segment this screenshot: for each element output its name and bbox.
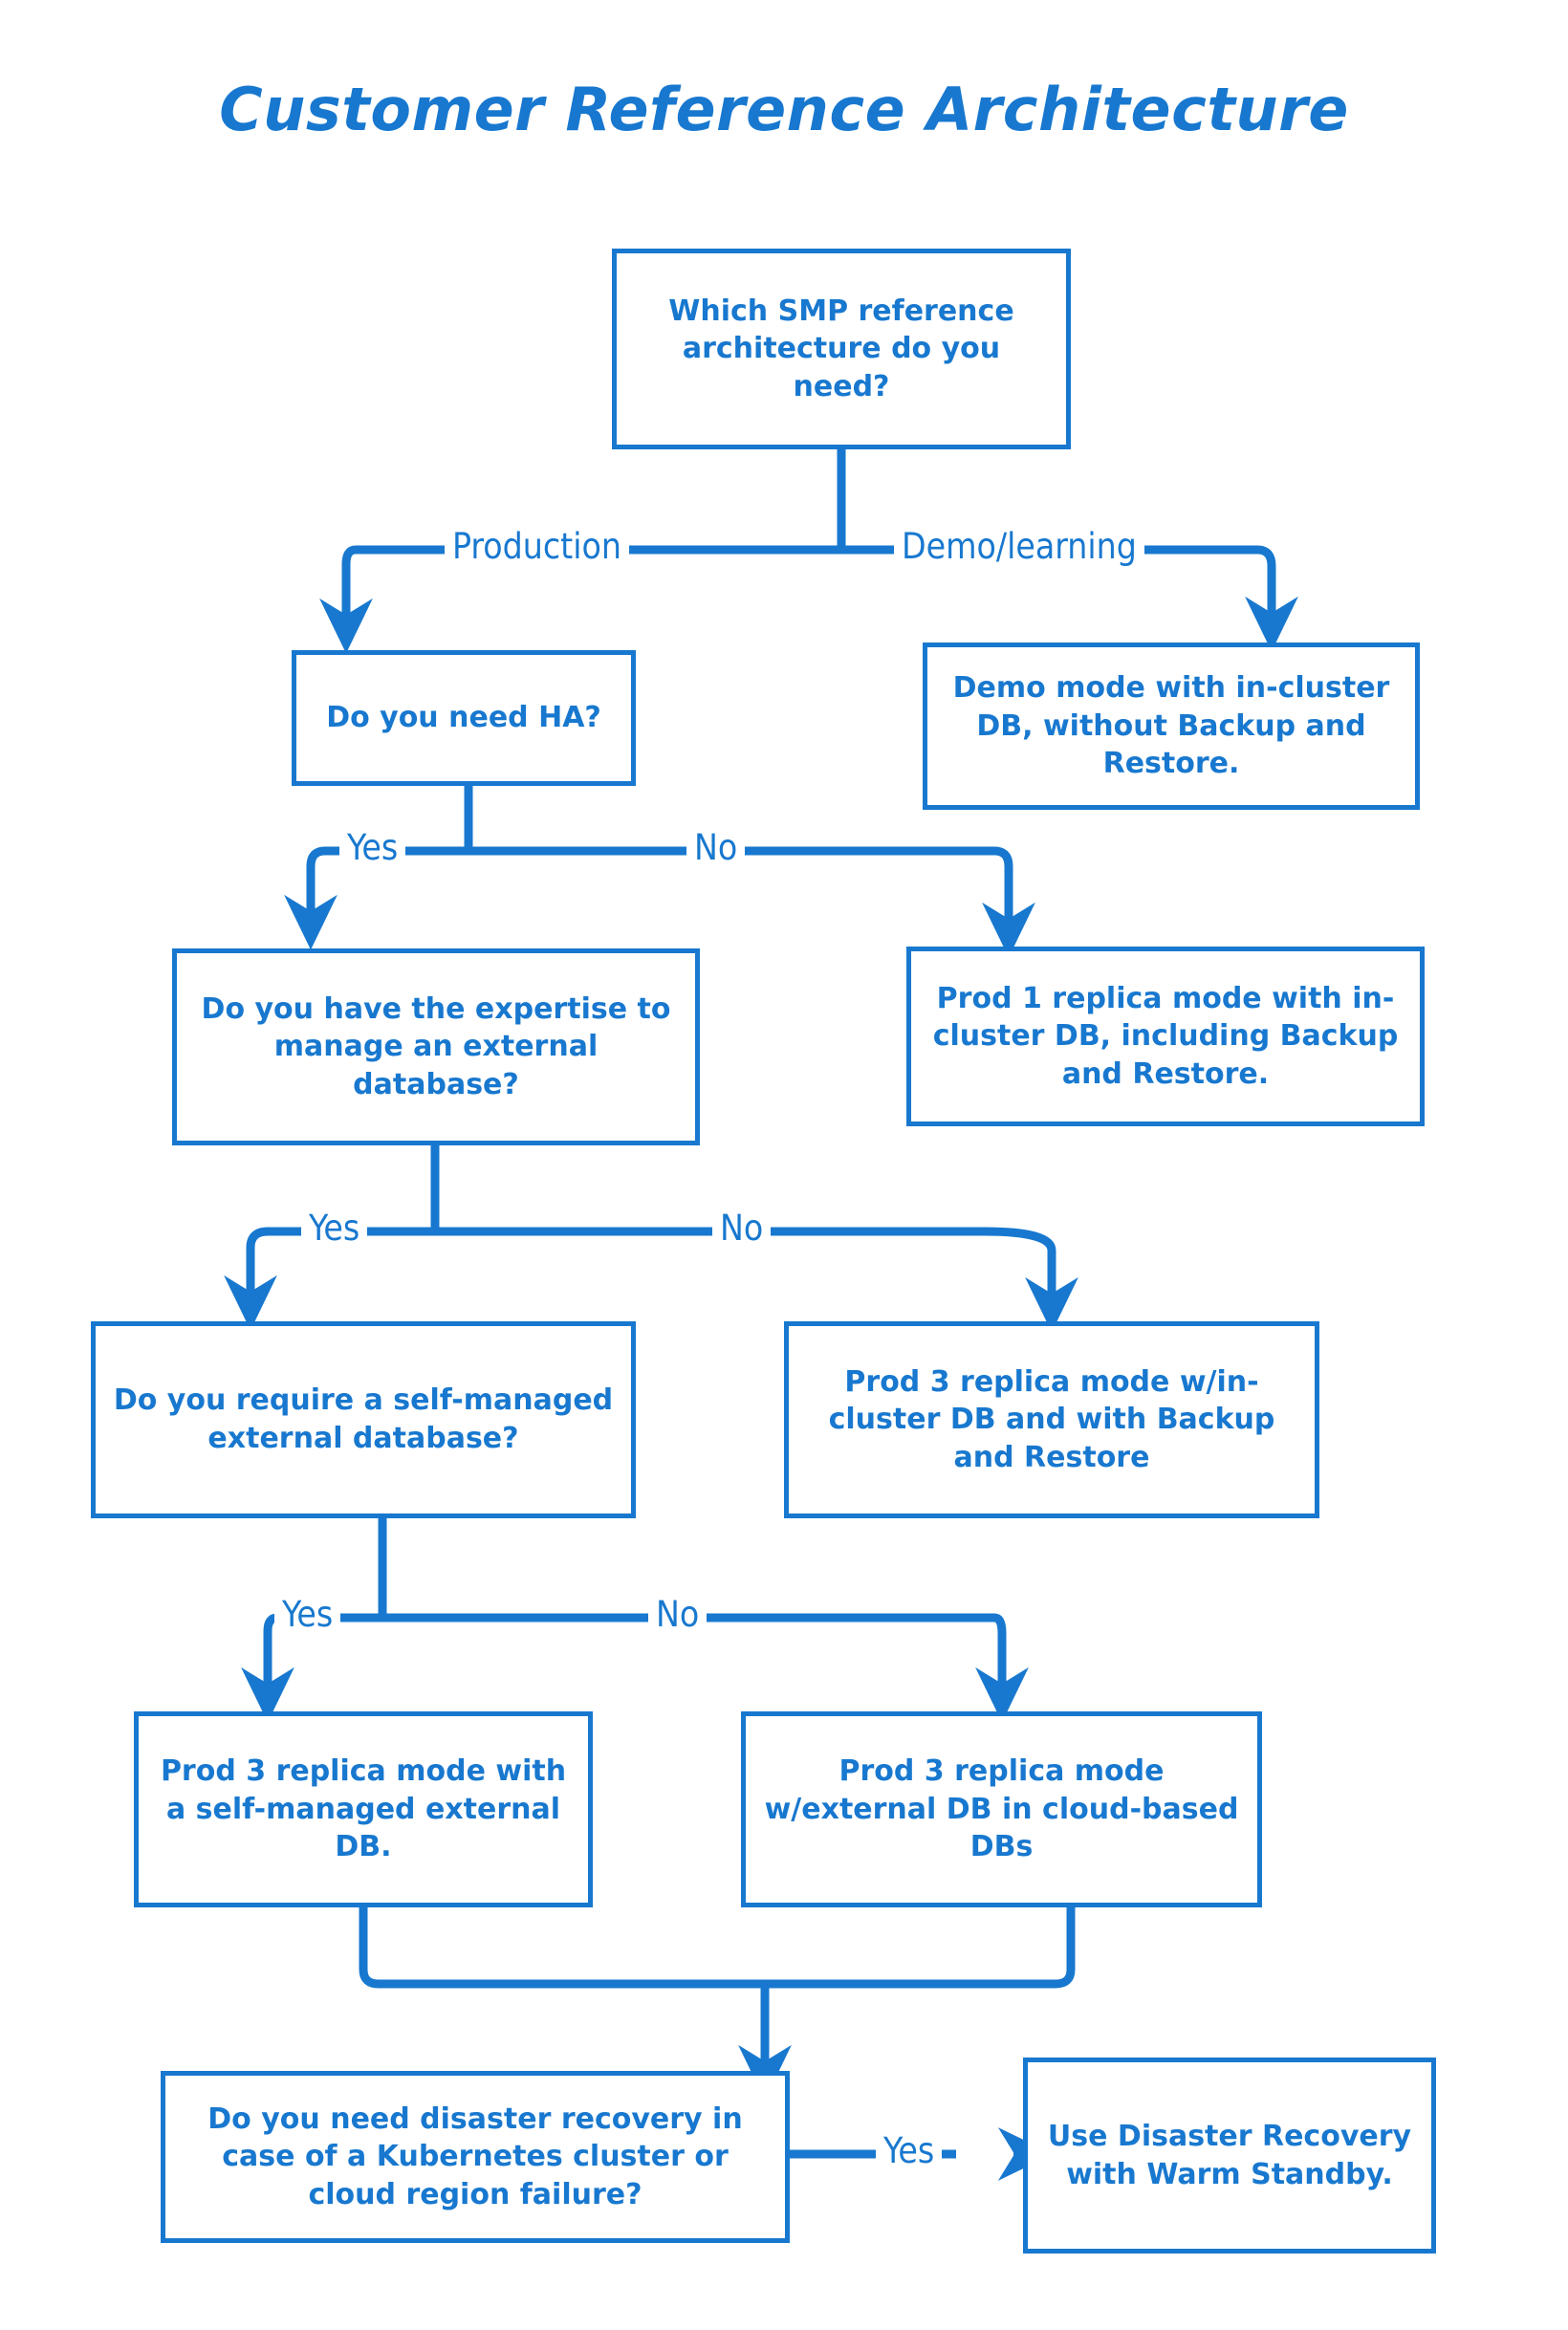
node-expertise[interactable]: Do you have the expertise to manage an e… (172, 948, 700, 1145)
edge-exp-yes-drop (224, 1227, 277, 1331)
edge-selfm-no-drop (975, 1613, 1029, 1723)
node-disaster-recovery-question[interactable]: Do you need disaster recovery in case of… (161, 2071, 790, 2243)
edge-label-selfmanaged-yes: Yes (274, 1597, 341, 1632)
node-prod1-replica[interactable]: Prod 1 replica mode with in-cluster DB, … (906, 947, 1425, 1126)
node-prod1-replica-label: Prod 1 replica mode with in-cluster DB, … (932, 981, 1399, 1091)
node-which-architecture[interactable]: Which SMP reference architecture do you … (612, 249, 1071, 449)
node-expertise-label: Do you have the expertise to manage an e… (201, 991, 671, 1101)
node-prod3-incluster[interactable]: Prod 3 replica mode w/in-cluster DB and … (784, 1321, 1319, 1518)
edge-demo-drop (1245, 545, 1298, 652)
node-demo-mode[interactable]: Demo mode with in-cluster DB, without Ba… (923, 642, 1420, 810)
node-demo-mode-label: Demo mode with in-cluster DB, without Ba… (952, 671, 1390, 781)
node-warm-standby-label: Use Disaster Recovery with Warm Standby. (1047, 2119, 1412, 2191)
edge-label-production: Production (445, 529, 629, 564)
edge-label-ha-no: No (686, 830, 746, 865)
node-which-architecture-label: Which SMP reference architecture do you … (668, 294, 1014, 403)
edge-ha-yes-drop (284, 846, 338, 950)
page-title: Customer Reference Architecture (219, 75, 1349, 144)
node-prod3-selfmanaged-label: Prod 3 replica mode with a self-managed … (160, 1754, 567, 1864)
edge-label-expertise-no: No (712, 1210, 772, 1246)
node-self-managed-question-label: Do you require a self-managed external d… (113, 1383, 614, 1455)
edge-merge-left (359, 1907, 765, 1989)
edge-label-selfmanaged-no: No (648, 1597, 708, 1632)
node-need-ha[interactable]: Do you need HA? (292, 650, 636, 786)
edge-label-disaster-yes: Yes (876, 2133, 943, 2168)
edge-ha-no-drop (982, 846, 1035, 958)
edge-label-ha-yes: Yes (339, 830, 406, 865)
node-warm-standby[interactable]: Use Disaster Recovery with Warm Standby. (1023, 2058, 1436, 2254)
edge-production-drop (319, 545, 373, 654)
node-prod3-incluster-label: Prod 3 replica mode w/in-cluster DB and … (828, 1364, 1275, 1474)
node-self-managed-question[interactable]: Do you require a self-managed external d… (91, 1321, 636, 1518)
node-prod3-cloud[interactable]: Prod 3 replica mode w/external DB in clo… (741, 1711, 1262, 1907)
node-prod3-cloud-label: Prod 3 replica mode w/external DB in clo… (764, 1754, 1239, 1864)
edge-exp-no-drop (984, 1227, 1078, 1333)
node-prod3-selfmanaged[interactable]: Prod 3 replica mode with a self-managed … (134, 1711, 593, 1907)
node-disaster-recovery-question-label: Do you need disaster recovery in case of… (207, 2101, 743, 2211)
edge-label-demo-learning: Demo/learning (894, 529, 1144, 564)
edge-label-expertise-yes: Yes (301, 1210, 368, 1246)
node-need-ha-label: Do you need HA? (326, 701, 601, 735)
edge-merge-right (765, 1907, 1076, 1989)
